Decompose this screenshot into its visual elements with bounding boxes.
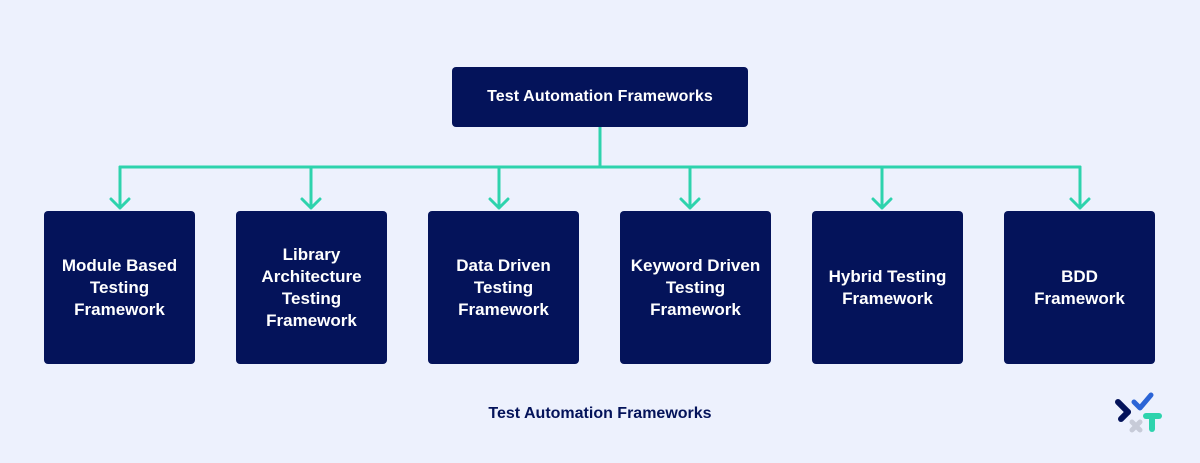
node-keyword-driven-testing-framework: Keyword Driven Testing Framework [620,211,771,364]
node-hybrid-testing-framework: Hybrid Testing Framework [812,211,963,364]
brand-logo-icon [1115,392,1162,433]
node-bdd-framework: BDD Framework [1004,211,1155,364]
node-module-based-testing-framework: Module Based Testing Framework [44,211,195,364]
root-node: Test Automation Frameworks [452,67,748,127]
arrow-to-library-architecture [300,165,322,210]
diagram-caption: Test Automation Frameworks [488,405,712,422]
node-library-architecture-testing-framework: Library Architecture Testing Framework [236,211,387,364]
arrow-to-data-driven [488,165,510,210]
arrow-to-hybrid [871,165,893,210]
arrow-to-keyword-driven [679,165,701,210]
node-data-driven-testing-framework: Data Driven Testing Framework [428,211,579,364]
arrow-to-module-based [109,165,131,210]
arrow-to-bdd [1069,165,1091,210]
